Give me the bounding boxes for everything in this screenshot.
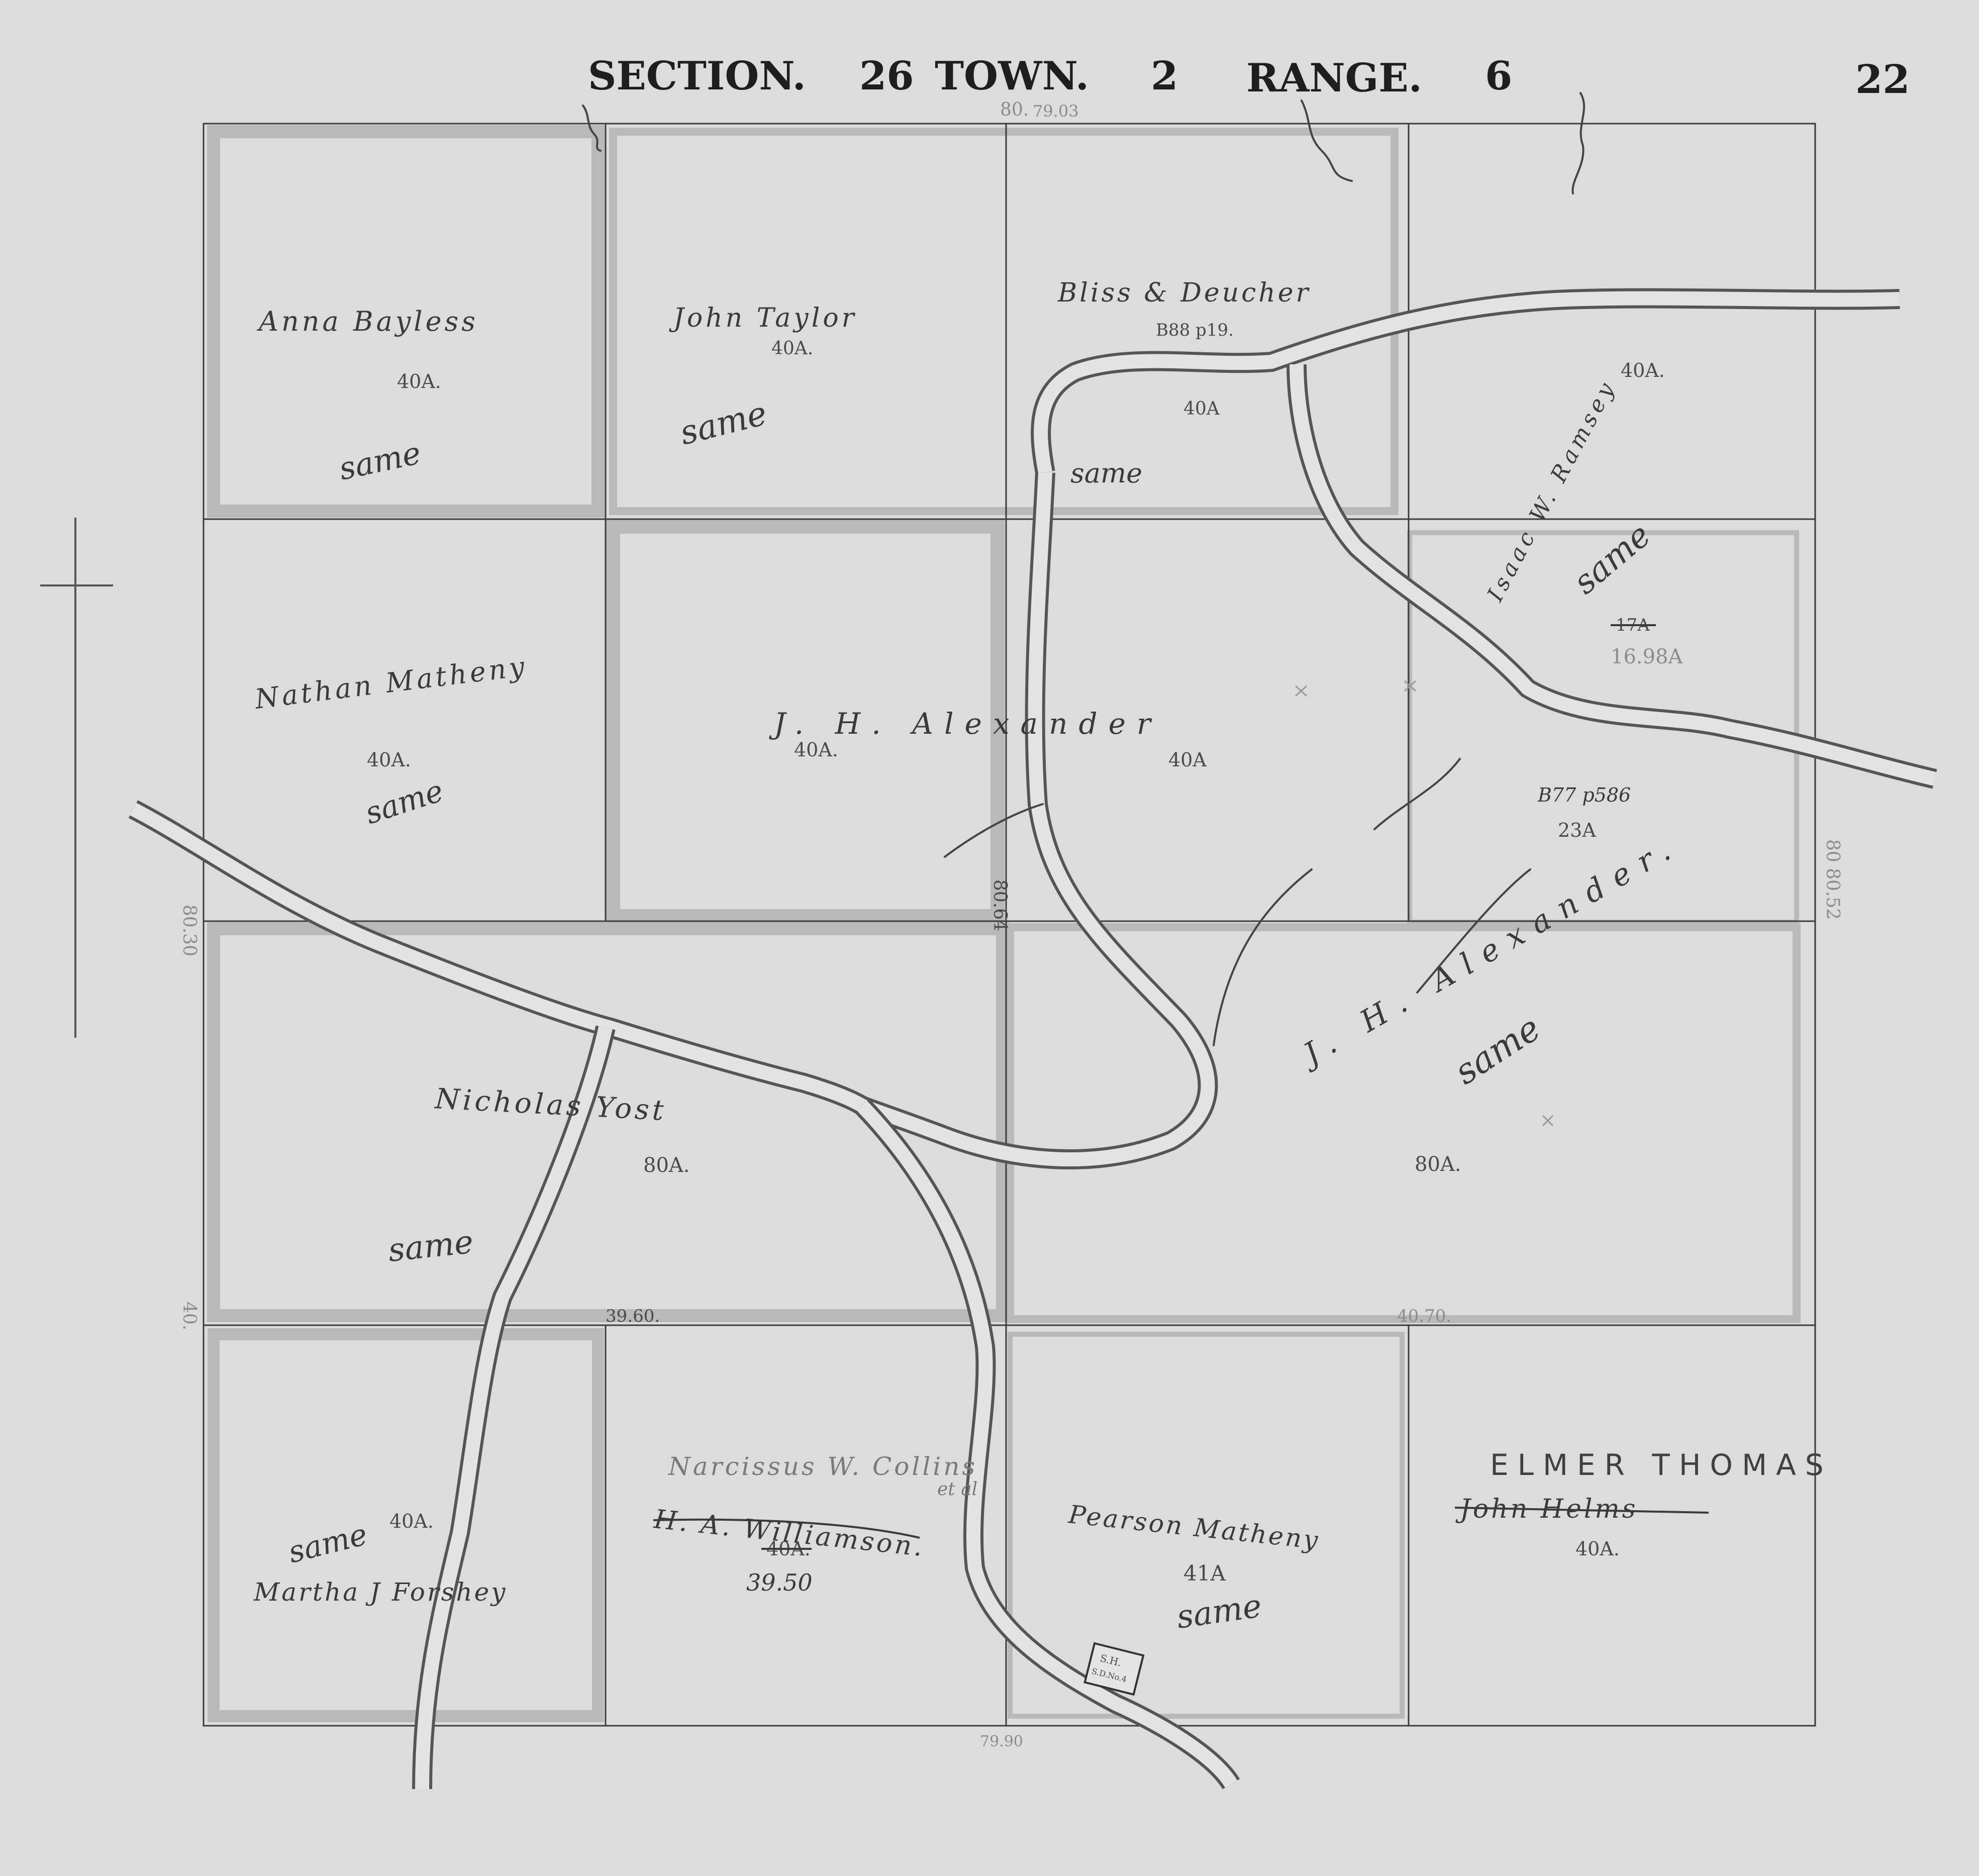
acreage: 80A. (643, 1154, 690, 1177)
stream-marks (582, 92, 1586, 194)
road-east-branch (1287, 364, 1937, 789)
road-south-west (412, 1025, 616, 1790)
measure-top-a: 80. (1000, 100, 1029, 120)
acreage: 40A. (397, 370, 441, 392)
road-south (854, 1099, 1240, 1790)
acreage: 40A. (771, 338, 813, 359)
acreage: 41A (1183, 1561, 1226, 1586)
measurements: 80. 79.03 80.30 40. 80.64 80 80.52 39.60… (179, 100, 1843, 1750)
acreage: 40A. (389, 1510, 434, 1532)
acreage: 40A. (367, 749, 411, 771)
shade-sw-sw (208, 1328, 604, 1722)
new-acreage: 39.50 (746, 1569, 813, 1596)
measure-south-tier-right: 40.70. (1397, 1306, 1451, 1326)
stream-mark-1 (582, 105, 602, 152)
same-note: same (386, 1224, 475, 1269)
map-header: SECTION. 26 TOWN. 2 RANGE. 6 22 (588, 53, 1910, 103)
stream-mark-2 (1301, 100, 1353, 182)
parcel-shading (207, 125, 1801, 1722)
parcel-book-ref-b77: B77 p586 23A (1537, 784, 1631, 841)
book-page: B88 p19. (1156, 320, 1234, 340)
margin-cross-mark (40, 518, 113, 1038)
parcel-elmer-thomas: ELMER THOMAS John Helms 40A. (1454, 1448, 1833, 1560)
owner-name: Martha J Forshey (253, 1577, 508, 1607)
measure-left-lower: 40. (179, 1302, 200, 1330)
measure-bottom: 79.90 (980, 1733, 1023, 1750)
stream-mark-3 (1571, 92, 1586, 194)
road-north-east (1031, 288, 1900, 474)
measure-top-b: 79.03 (1033, 102, 1079, 121)
same-note: same (1070, 457, 1142, 489)
school-house: S.H. S.D.No.4 (1083, 1642, 1145, 1696)
owner-new: Narcissus W. Collins (668, 1452, 977, 1481)
parcel-bliss-deucher: Bliss & Deucher B88 p19. 40A same (1057, 278, 1311, 489)
fence-mark-3 (1416, 868, 1531, 994)
road-loop (858, 472, 1218, 1169)
owner-name: John Taylor (669, 303, 857, 333)
measure-right-vertical: 80 80.52 (1822, 839, 1843, 920)
owner-name: Anna Bayless (256, 306, 478, 337)
shade-east-middle (1407, 530, 1799, 925)
shade-s-middle (1008, 1332, 1405, 1719)
acreage: 40A. (1621, 359, 1665, 381)
shade-nw-nw (207, 125, 605, 518)
road-west (128, 800, 867, 1115)
book-page: B77 p586 (1537, 784, 1631, 806)
owner-new-suffix: et al (937, 1479, 977, 1500)
fence-mark-1 (944, 803, 1044, 858)
strike-line (653, 1518, 920, 1539)
acreage: 40A (1183, 399, 1220, 419)
arrow-mark (1213, 868, 1313, 1046)
shade-center-west (606, 520, 1005, 923)
section-boundary (203, 123, 1816, 1727)
fence-mark-2 (1373, 758, 1461, 830)
range-number: 6 (1485, 53, 1512, 99)
shade-south-east-tier (1006, 923, 1801, 1323)
acreage: 23A (1558, 819, 1596, 841)
school-house-box (1083, 1642, 1145, 1696)
faint-marks (1295, 680, 1554, 1127)
acreage-right: 40A (1168, 749, 1207, 771)
shade-south-west-tier (207, 922, 1009, 1322)
strike-line (1454, 1507, 1709, 1514)
roads (128, 288, 1937, 1790)
owner-new: ELMER THOMAS (1490, 1448, 1833, 1482)
parcel-anna-bayless: Anna Bayless 40A. same (256, 306, 478, 487)
page-number: 22 (1855, 57, 1910, 103)
measure-south-tier-left: 39.60. (606, 1306, 660, 1326)
acreage-left: 40A. (794, 739, 838, 761)
new-acreage: 16.98A (1611, 645, 1684, 668)
owner-name: J. H. Alexander (769, 707, 1162, 741)
town-label: TOWN. (935, 53, 1089, 99)
section-number: 26 (859, 53, 914, 99)
section-label: SECTION. (588, 53, 806, 99)
range-label: RANGE. (1246, 55, 1422, 101)
acreage: 40A. (1575, 1538, 1620, 1560)
town-number: 2 (1151, 53, 1178, 99)
acreage: 80A. (1415, 1153, 1461, 1176)
parcel-jh-alexander-north: J. H. Alexander 40A. 40A (769, 707, 1461, 1046)
section-grid (203, 123, 1816, 1727)
owner-name: Bliss & Deucher (1057, 278, 1311, 308)
measure-middle-vertical: 80.64 (990, 879, 1010, 931)
measure-left-upper: 80.30 (179, 905, 200, 956)
